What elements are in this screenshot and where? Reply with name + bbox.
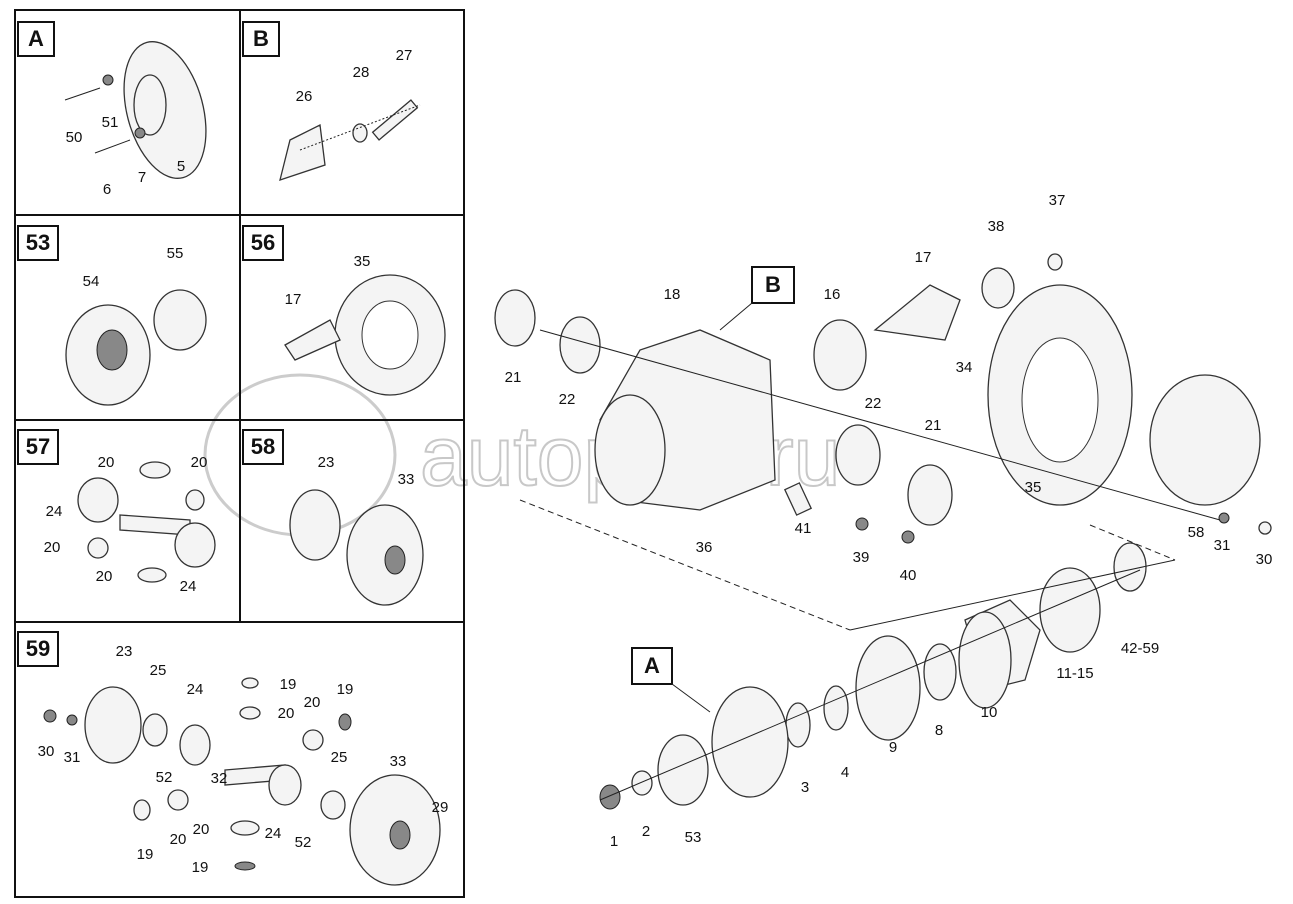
main-labels: 18 16 17 38 37 21 22 34 22 21 35 41 39 4… xyxy=(505,192,1273,850)
part-label: 25 xyxy=(331,749,348,766)
part-label: 27 xyxy=(396,47,413,64)
part-label: 19 xyxy=(192,859,209,876)
part-label: 51 xyxy=(102,114,119,131)
part-label: 32 xyxy=(211,770,228,787)
part-label: 18 xyxy=(664,286,681,303)
panel-53-id: 53 xyxy=(26,230,50,255)
panel-a-id: A xyxy=(28,26,44,51)
part-label: 50 xyxy=(66,129,83,146)
part-label: 6 xyxy=(103,181,111,198)
panel-58-id: 58 xyxy=(251,434,275,459)
part-label: 24 xyxy=(187,681,204,698)
part-label: 17 xyxy=(915,249,932,266)
part-label: 31 xyxy=(1214,537,1231,554)
part-label: 20 xyxy=(96,568,113,585)
part-label: 23 xyxy=(318,454,335,471)
part-label: 42-59 xyxy=(1121,640,1159,657)
panel-ids: A B 53 56 57 58 59 xyxy=(17,21,284,667)
part-label: 26 xyxy=(296,88,313,105)
panel-58-parts xyxy=(289,489,424,606)
part-label: 41 xyxy=(795,520,812,537)
part-label: 40 xyxy=(900,567,917,584)
part-label: 19 xyxy=(337,681,354,698)
part-label: 37 xyxy=(1049,192,1066,209)
part-label: 38 xyxy=(988,218,1005,235)
part-label: 20 xyxy=(191,454,208,471)
panel-59-id: 59 xyxy=(26,636,50,661)
panel-labels: 50 51 6 7 5 26 28 27 54 55 35 17 20 20 2… xyxy=(38,47,449,876)
part-label: 54 xyxy=(83,273,100,290)
part-label: 20 xyxy=(193,821,210,838)
part-label: 20 xyxy=(278,705,295,722)
part-label: 33 xyxy=(390,753,407,770)
main-assembly-parts xyxy=(494,253,1272,810)
part-label: 33 xyxy=(398,471,415,488)
part-label: 10 xyxy=(981,704,998,721)
part-label: 20 xyxy=(98,454,115,471)
part-label: 35 xyxy=(1025,479,1042,496)
panel-56-parts xyxy=(284,274,446,396)
part-label: 17 xyxy=(285,291,302,308)
part-label: 52 xyxy=(295,834,312,851)
part-label: 21 xyxy=(925,417,942,434)
callout-b: B xyxy=(765,272,781,297)
part-label: 16 xyxy=(824,286,841,303)
panel-57-parts xyxy=(77,461,216,583)
part-label: 24 xyxy=(46,503,63,520)
part-label: 21 xyxy=(505,369,522,386)
callout-a: A xyxy=(644,653,660,678)
part-label: 20 xyxy=(44,539,61,556)
part-label: 34 xyxy=(956,359,973,376)
part-label: 53 xyxy=(685,829,702,846)
part-label: 24 xyxy=(265,825,282,842)
part-label: 11-15 xyxy=(1056,665,1093,682)
panel-a-parts xyxy=(64,41,207,179)
part-label: 2 xyxy=(642,823,650,840)
part-label: 23 xyxy=(116,643,133,660)
part-label: 20 xyxy=(170,831,187,848)
part-label: 8 xyxy=(935,722,943,739)
part-label: 7 xyxy=(138,169,146,186)
part-label: 35 xyxy=(354,253,371,270)
part-label: 24 xyxy=(180,578,197,595)
part-label: 3 xyxy=(801,779,809,796)
part-label: 25 xyxy=(150,662,167,679)
part-label: 19 xyxy=(280,676,297,693)
part-label: 1 xyxy=(610,833,618,850)
part-label: 52 xyxy=(156,769,173,786)
part-label: 36 xyxy=(696,539,713,556)
main-callouts: B A xyxy=(631,266,795,713)
part-label: 19 xyxy=(137,846,154,863)
part-label: 39 xyxy=(853,549,870,566)
panel-59-parts xyxy=(43,677,441,886)
part-label: 58 xyxy=(1188,524,1205,541)
part-label: 20 xyxy=(304,694,321,711)
panel-b-parts xyxy=(279,99,421,181)
panel-57-id: 57 xyxy=(26,434,50,459)
part-label: 55 xyxy=(167,245,184,262)
part-label: 9 xyxy=(889,739,897,756)
part-label: 22 xyxy=(559,391,576,408)
part-label: 31 xyxy=(64,749,81,766)
panel-b-id: B xyxy=(253,26,269,51)
panel-56-id: 56 xyxy=(251,230,275,255)
part-label: 5 xyxy=(177,158,185,175)
panel-grid xyxy=(14,9,465,898)
part-label: 30 xyxy=(1256,551,1273,568)
part-label: 28 xyxy=(353,64,370,81)
part-label: 30 xyxy=(38,743,55,760)
part-label: 22 xyxy=(865,395,882,412)
panel-53-parts xyxy=(65,289,207,406)
part-label: 29 xyxy=(432,799,449,816)
part-label: 4 xyxy=(841,764,849,781)
